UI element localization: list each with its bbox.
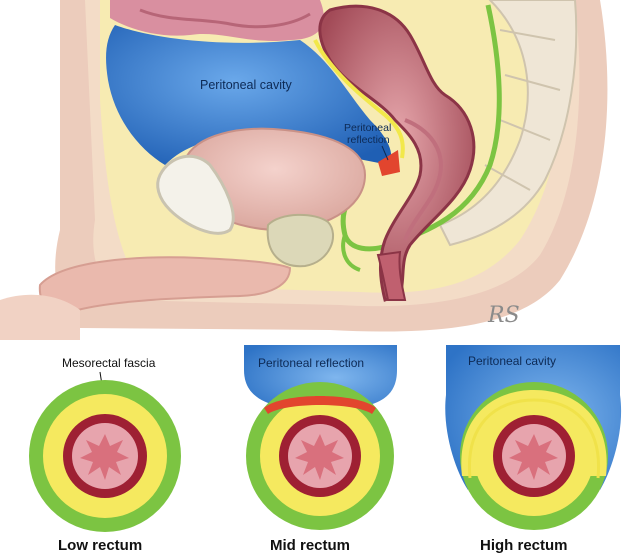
low-rectum-caption: Low rectum [58, 537, 142, 554]
peritoneal-reflection-label-line1: Peritoneal [344, 122, 391, 134]
peritoneal-reflection-label-line2: reflection [347, 134, 390, 146]
mid-rectum-caption: Mid rectum [270, 537, 350, 554]
peritoneal-cavity-label-high: Peritoneal cavity [468, 354, 556, 368]
cross-section-low-rectum: Mesorectal fascia Low rectum [29, 356, 181, 554]
high-rectum-caption: High rectum [480, 537, 568, 554]
artist-signature: RS [487, 303, 520, 328]
peritoneal-reflection-label: Peritoneal reflection [258, 356, 364, 370]
peritoneal-cavity-label: Peritoneal cavity [200, 78, 292, 92]
cross-section-high-rectum: Peritoneal cavity High rectum [445, 345, 621, 554]
prostate [268, 215, 333, 266]
cross-section-mid-rectum: Peritoneal reflection Mid rectum [244, 345, 397, 554]
mesorectal-fascia-label: Mesorectal fascia [62, 356, 156, 370]
sagittal-pelvis-illustration: RS Peritoneal cavity Peritoneal reflecti… [0, 0, 633, 340]
